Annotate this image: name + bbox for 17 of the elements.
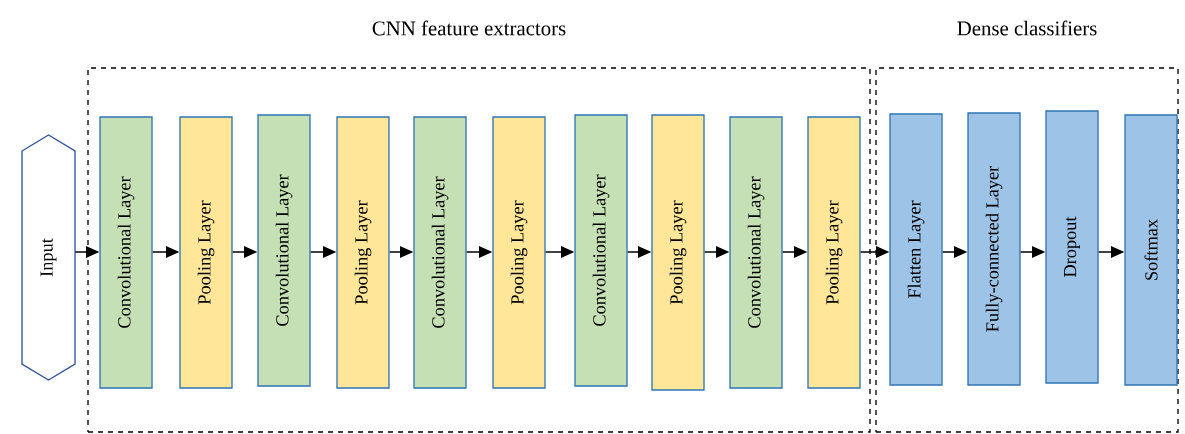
layer-box: Convolutional Layer <box>257 114 311 387</box>
layer-box: Pooling Layer <box>179 116 233 389</box>
layer-box: Pooling Layer <box>492 116 546 389</box>
layer-box: Softmax <box>1124 114 1178 386</box>
layer-box: Convolutional Layer <box>574 114 628 387</box>
layer-box: Pooling Layer <box>651 114 705 391</box>
layer-box: Convolutional Layer <box>99 116 153 389</box>
group-title: Dense classifiers <box>957 20 1097 36</box>
layer-box: Pooling Layer <box>336 116 390 389</box>
group-title: CNN feature extractors <box>372 20 566 36</box>
layer-box: Convolutional Layer <box>413 116 467 389</box>
input-hexagon: Input <box>21 134 76 381</box>
layer-box: Dropout <box>1045 110 1099 384</box>
layer-box: Convolutional Layer <box>729 116 783 389</box>
layer-box: Pooling Layer <box>807 116 861 389</box>
layer-box: Flatten Layer <box>889 113 943 386</box>
layer-box: Fully-connected Layer <box>967 112 1021 386</box>
